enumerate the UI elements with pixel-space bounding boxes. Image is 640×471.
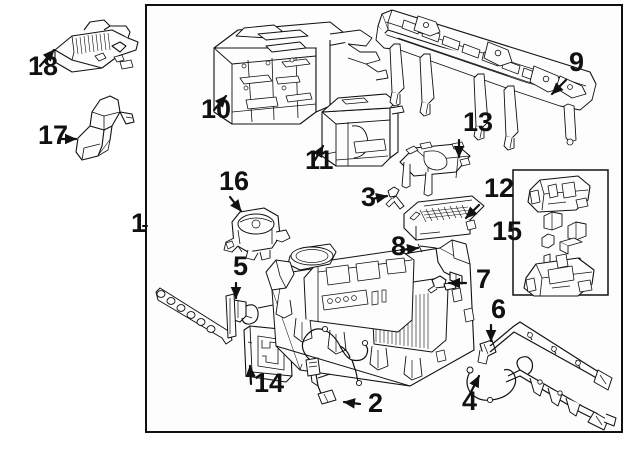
callout-10-upper-panel-reinforcement: 10 — [201, 94, 231, 124]
callout-pointer-16 — [228, 195, 243, 213]
callout-number-11: 11 — [305, 145, 334, 175]
part-4-ground-cable — [466, 366, 517, 404]
callout-pointer-12 — [464, 203, 481, 220]
callout-number-16: 16 — [219, 166, 249, 196]
callout-12-power-control-module: 12 — [464, 173, 514, 220]
callout-number-4: 4 — [462, 386, 477, 416]
callout-pointer-14 — [245, 364, 256, 386]
callout-number-1: 1 — [131, 208, 146, 238]
callout-pointer-10 — [212, 94, 228, 112]
callout-9-cowl-cross-member-beam: 9 — [550, 47, 584, 96]
part-13-module-mounting-bracket — [399, 141, 471, 197]
part-11-glove-box-housing — [321, 93, 405, 167]
callout-pointer-11 — [312, 144, 325, 162]
callout-number-12: 12 — [484, 173, 514, 203]
part-1-instrument-panel-assembly — [265, 239, 475, 387]
callout-number-5: 5 — [233, 251, 248, 281]
callout-2-floor-wiring-harness: 2 — [342, 388, 383, 418]
callout-15-junction-relay-box-kit: 15 — [492, 216, 522, 246]
lower-instrument-harness — [505, 356, 617, 431]
part-18-defroster-grille-duct — [54, 19, 139, 73]
callout-pointer-9 — [550, 78, 568, 96]
callout-3-bolt: 3 — [361, 182, 389, 212]
callout-pointer-2 — [342, 398, 362, 409]
callout-pointer-4 — [468, 374, 481, 396]
callout-14-amplifier-bracket: 14 — [245, 364, 284, 398]
callout-pointer-8 — [399, 244, 420, 255]
callout-8-jumper-wire: 8 — [391, 231, 420, 261]
callout-pointer-3 — [370, 192, 389, 204]
callout-number-10: 10 — [201, 94, 231, 124]
callout-number-6: 6 — [491, 294, 506, 324]
callout-1-instrument-panel-assembly: 1 — [131, 208, 148, 238]
callout-number-2: 2 — [368, 388, 383, 418]
callout-18-defroster-grille-duct: 18 — [28, 48, 58, 81]
callout-number-3: 3 — [361, 182, 376, 212]
callout-5-antenna-feeder-cable: 5 — [230, 251, 248, 300]
harness-comb-clip-strip — [155, 287, 237, 345]
callout-17-air-duct-nozzle: 17 — [38, 120, 78, 150]
part-15-junction-relay-box-kit — [523, 175, 595, 297]
callout-number-17: 17 — [38, 120, 68, 150]
callout-pointer-18 — [38, 48, 56, 68]
part-3-bolt — [385, 186, 405, 210]
callout-number-13: 13 — [463, 107, 493, 137]
callout-number-7: 7 — [476, 264, 491, 294]
callout-7-connector-clip: 7 — [447, 264, 491, 294]
part-12-power-control-module — [403, 195, 485, 241]
callout-number-15: 15 — [492, 216, 522, 246]
callout-16-blower-motor: 16 — [219, 166, 249, 213]
callout-6-harness-bracket: 6 — [485, 294, 506, 343]
part-17-air-duct-nozzle — [75, 95, 135, 161]
callout-number-9: 9 — [569, 47, 584, 77]
part-2-floor-wiring-harness — [301, 325, 369, 405]
callout-4-ground-cable: 4 — [462, 374, 481, 416]
part-16-blower-motor — [223, 207, 291, 261]
part-10-upper-panel-reinforcement — [213, 21, 389, 125]
callout-number-8: 8 — [391, 231, 406, 261]
callout-number-18: 18 — [28, 51, 58, 81]
upper-instrument-harness — [489, 321, 613, 391]
callout-number-14: 14 — [254, 368, 284, 398]
callout-11-glove-box-housing: 11 — [305, 144, 334, 175]
callout-13-module-mounting-bracket: 13 — [453, 107, 493, 159]
